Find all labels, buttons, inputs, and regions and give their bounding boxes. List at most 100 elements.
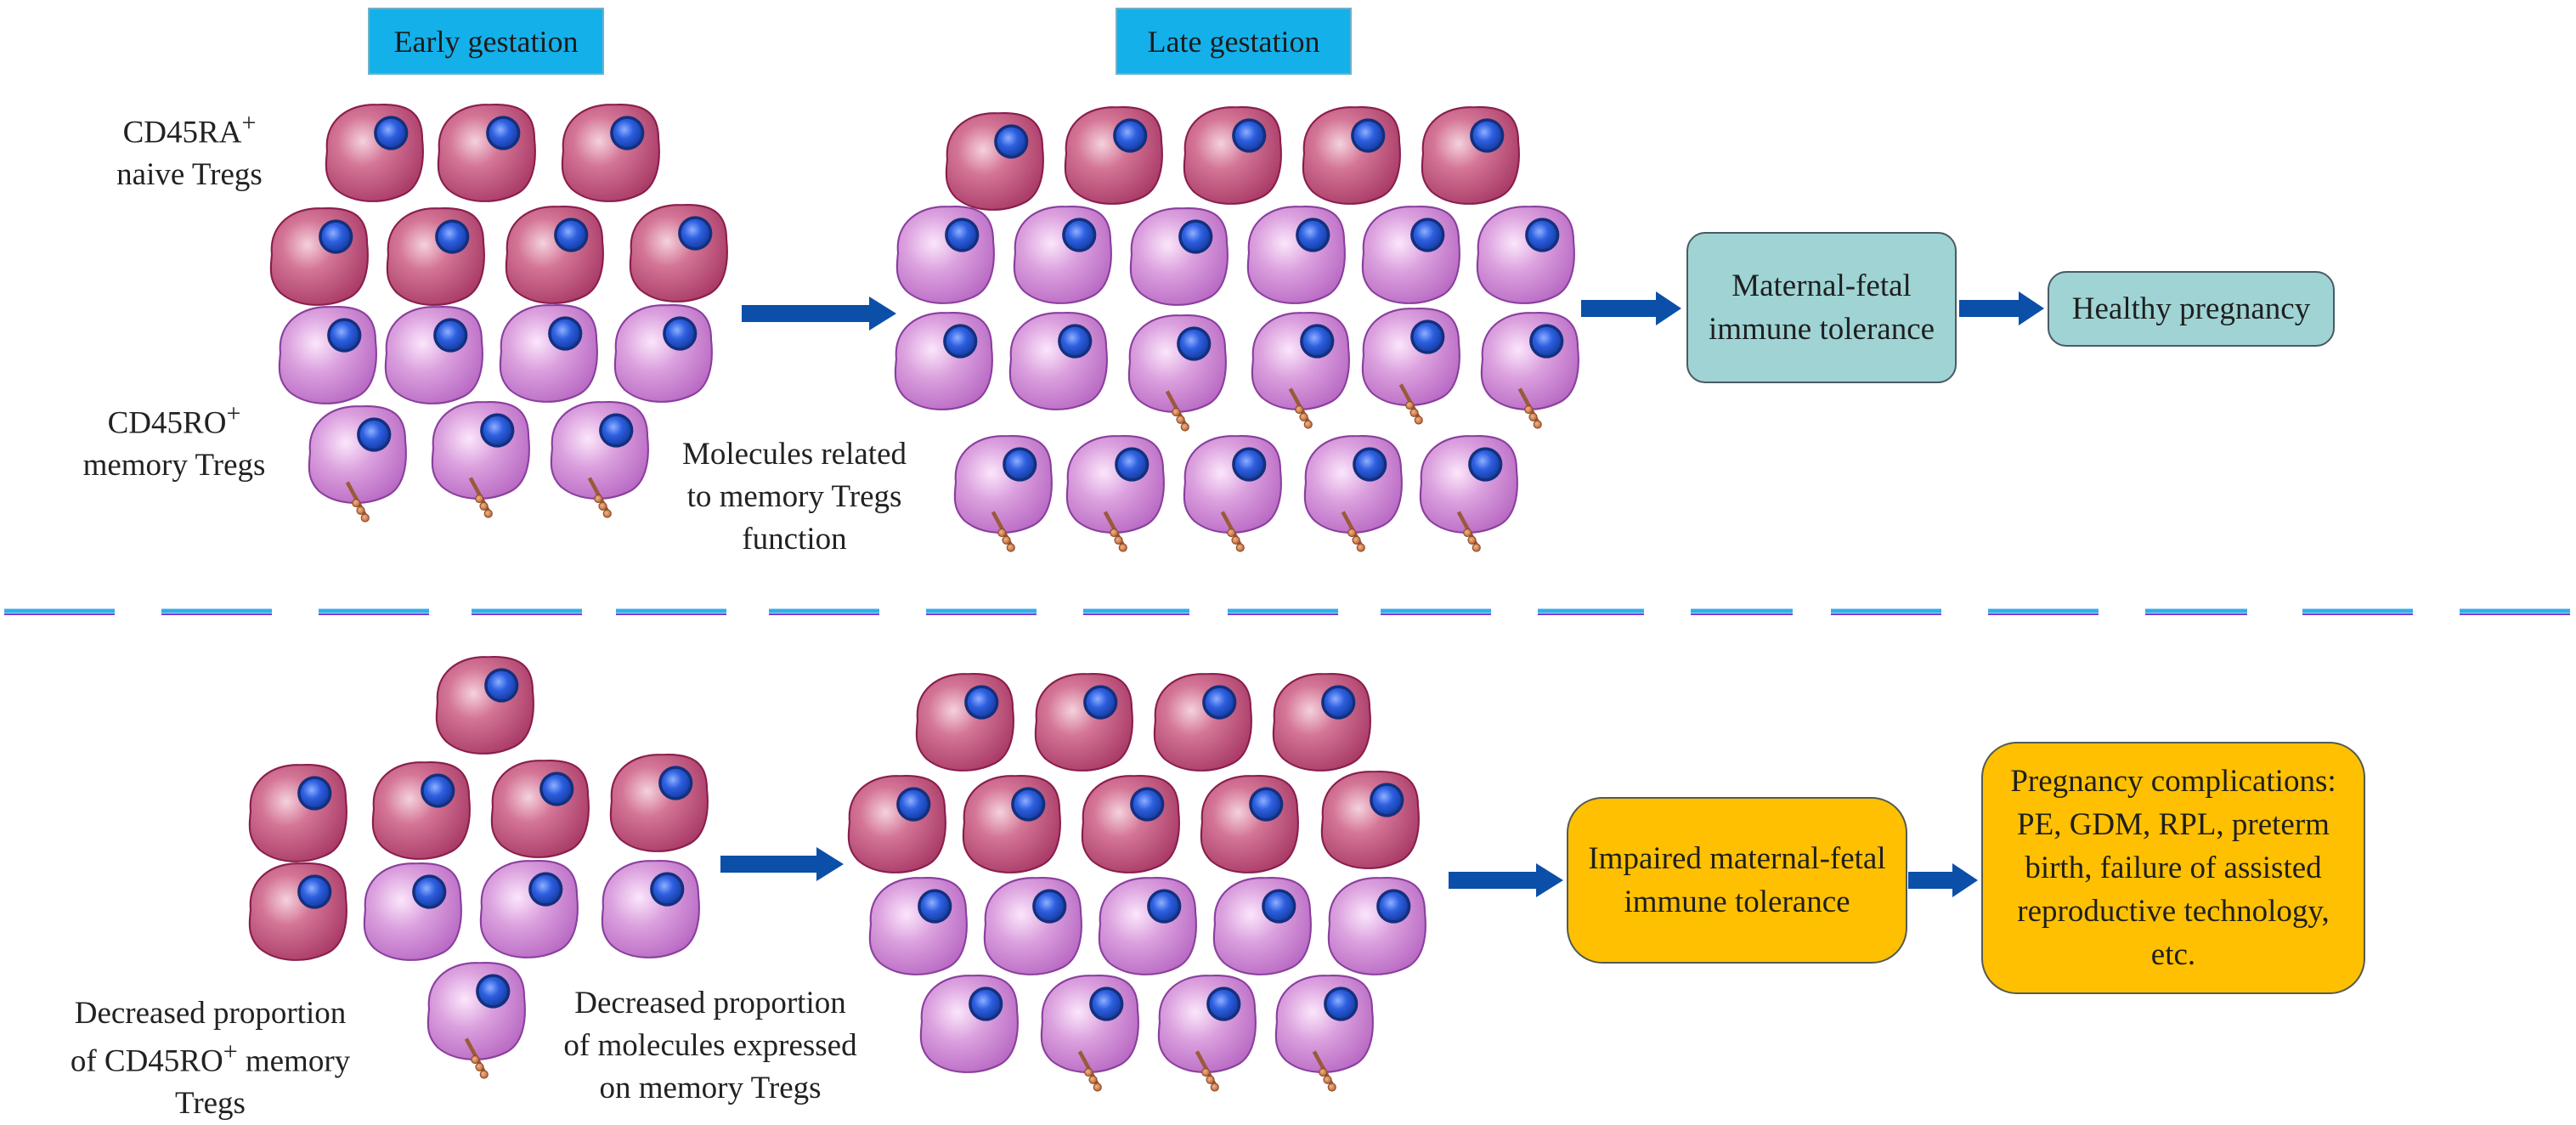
naive-treg-cell-icon (629, 204, 728, 302)
memory-treg-cell-icon (1480, 312, 1579, 429)
memory-treg-cell-icon (895, 206, 995, 304)
treg-cells (248, 104, 1579, 1092)
molecule-chain-icon (1517, 387, 1542, 429)
memory-treg-cell-icon (1246, 206, 1346, 304)
right-arrow-icon (1449, 863, 1563, 897)
memory-treg-cell-icon (1183, 435, 1282, 552)
molecule-chain-icon (468, 477, 493, 518)
memory-treg-cell-icon (1251, 312, 1350, 429)
memory-treg-cell-icon (550, 401, 649, 518)
naive-treg-cell-icon (248, 862, 347, 961)
naive-treg-cell-icon (1183, 106, 1282, 205)
memory-treg-cell-icon (1476, 206, 1575, 304)
naive-treg-cell-icon (1320, 771, 1420, 869)
molecule-chain-icon (587, 477, 612, 518)
naive-treg-cell-icon (962, 775, 1061, 873)
naive-label-line2: naive Tregs (116, 157, 263, 193)
molecules-line2: to memory Tregs (686, 478, 902, 514)
healthy-pregnancy-text: Healthy pregnancy (2071, 291, 2311, 326)
complications-line2: PE, GDM, RPL, preterm (2017, 806, 2330, 842)
molecule-chain-icon (1456, 511, 1481, 552)
memory-treg-cell-icon (1098, 877, 1197, 975)
memory-tregs-label: CD45RO+ memory Tregs (68, 397, 280, 487)
naive-treg-cell-icon (371, 761, 471, 860)
decreased-memory-line3: Tregs (175, 1086, 246, 1122)
naive-treg-cell-icon (1421, 106, 1520, 205)
right-arrow-icon (1908, 863, 1978, 897)
decreased-memory-line2: of CD45RO (70, 1043, 223, 1079)
memory-treg-cell-icon (1303, 435, 1403, 552)
naive-treg-cell-icon (325, 104, 424, 202)
memory-treg-cell-icon (983, 877, 1082, 975)
memory-treg-cell-icon (1361, 308, 1460, 425)
naive-plus-sign: + (241, 109, 257, 137)
naive-treg-cell-icon (490, 760, 590, 858)
complications-line1: Pregnancy complications: (2010, 763, 2336, 799)
memory-treg-cell-icon (1065, 435, 1165, 552)
memory-treg-cell-icon (1127, 314, 1227, 432)
molecule-chain-icon (345, 481, 370, 523)
memory-treg-cell-icon (1327, 877, 1426, 975)
naive-treg-cell-icon (847, 775, 946, 873)
memory-treg-cell-icon (363, 862, 462, 961)
naive-treg-cell-icon (269, 207, 369, 306)
memory-treg-cell-icon (1013, 206, 1112, 304)
complications-line4: reproductive technology, (2017, 894, 2330, 930)
naive-treg-cell-icon (609, 754, 709, 852)
memory-treg-cell-icon (919, 975, 1019, 1073)
memory-treg-cell-icon (278, 306, 377, 404)
memory-treg-cell-icon (1129, 207, 1229, 306)
memory-treg-cell-icon (1419, 435, 1518, 552)
right-arrow-icon (1581, 291, 1681, 325)
molecule-chain-icon (1165, 390, 1189, 432)
decreased-memory-line1: Decreased proportion (74, 996, 347, 1031)
decreased-molecules-line1: Decreased proportion (574, 986, 846, 1020)
decreased-molecules-label: Decreased proportion of molecules expres… (540, 982, 880, 1110)
memory-treg-cell-icon (427, 962, 526, 1079)
memory-treg-cell-icon (1361, 206, 1460, 304)
naive-treg-cell-icon (561, 104, 660, 202)
naive-treg-cell-icon (1034, 673, 1133, 772)
memory-treg-cell-icon (384, 306, 483, 404)
decreased-memory-label: Decreased proportion of CD45RO+ memory T… (59, 992, 361, 1125)
memory-label-line2: memory Tregs (82, 448, 266, 483)
decreased-molecules-line2: of molecules expressed (563, 1027, 857, 1063)
late-gestation-header: Late gestation (1116, 8, 1352, 75)
naive-treg-cell-icon (1200, 775, 1299, 873)
impaired-line1: Impaired maternal-fetal (1588, 840, 1886, 876)
right-arrow-icon (1959, 291, 2044, 325)
complications-line5: etc. (2150, 937, 2196, 973)
naive-treg-cell-icon (386, 207, 485, 306)
impaired-tolerance-box: Impaired maternal-fetal immune tolerance (1567, 797, 1907, 964)
molecule-chain-icon (464, 1037, 489, 1079)
memory-plus-sign: + (226, 399, 241, 427)
memory-treg-cell-icon (1212, 877, 1312, 975)
complications-line3: birth, failure of assisted (2025, 850, 2322, 885)
memory-treg-cell-icon (479, 860, 579, 958)
memory-treg-cell-icon (499, 304, 598, 403)
naive-treg-cell-icon (248, 764, 347, 862)
memory-treg-cell-icon (953, 435, 1053, 552)
molecules-line3: function (742, 521, 847, 557)
naive-treg-cell-icon (1153, 673, 1252, 772)
impaired-line2: immune tolerance (1624, 885, 1850, 919)
naive-treg-cell-icon (915, 673, 1014, 772)
memory-treg-cell-icon (613, 304, 713, 403)
section-divider (4, 608, 2570, 615)
molecule-chain-icon (991, 511, 1015, 552)
naive-tregs-label: CD45RA+ naive Tregs (92, 106, 287, 196)
decreased-plus-sign: + (223, 1037, 238, 1066)
naive-treg-cell-icon (1064, 106, 1163, 205)
molecule-chain-icon (1103, 511, 1127, 552)
molecules-line1: Molecules related (681, 437, 907, 472)
memory-treg-cell-icon (1274, 975, 1374, 1092)
naive-treg-cell-icon (1302, 106, 1401, 205)
memory-treg-cell-icon (1008, 312, 1108, 410)
naive-treg-cell-icon (435, 656, 534, 755)
molecule-chain-icon (1312, 1050, 1336, 1092)
molecule-chain-icon (1195, 1050, 1219, 1092)
memory-treg-cell-icon (1040, 975, 1139, 1092)
decreased-molecules-line3: on memory Tregs (599, 1070, 822, 1105)
